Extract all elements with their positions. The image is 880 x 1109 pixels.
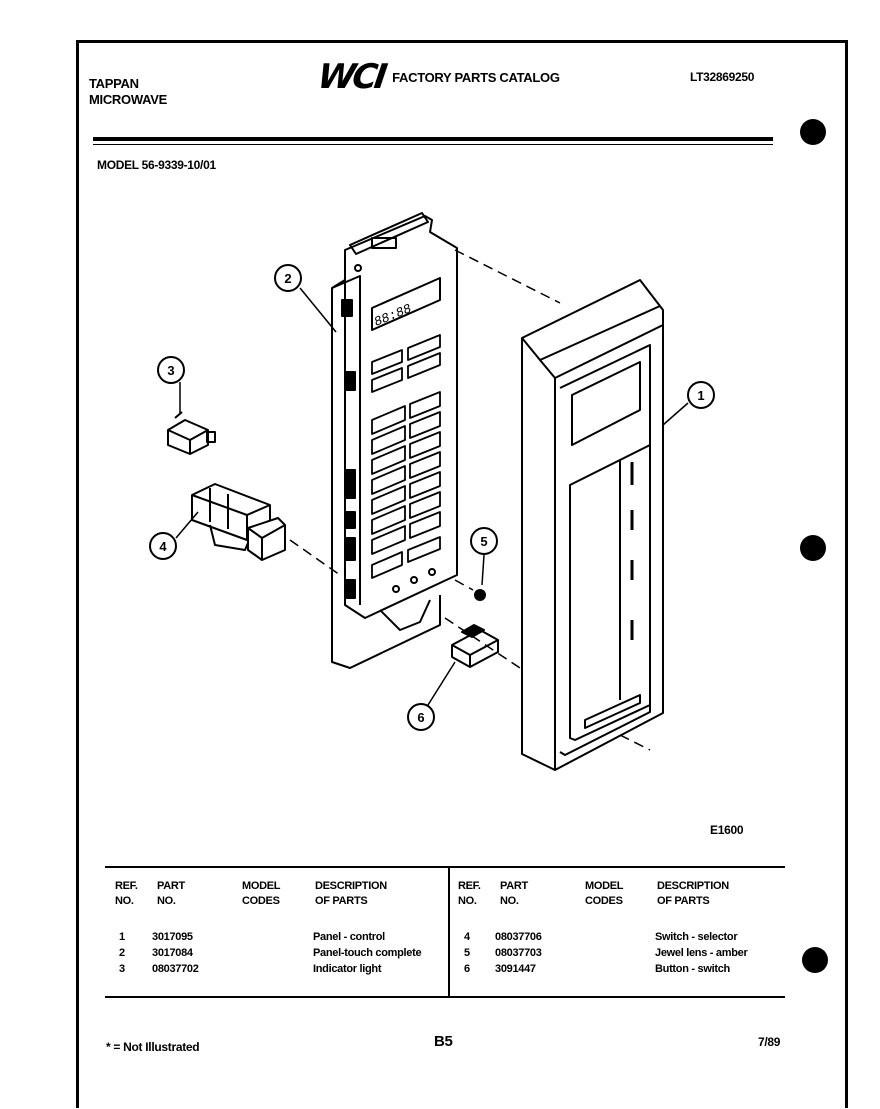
callout-3 [157,356,185,384]
description-cell: Indicator light [313,963,382,975]
figure-code: E1600 [710,823,744,837]
callout-6-label: 6 [417,710,424,725]
selector-switch [191,483,286,561]
page-border [76,40,848,1108]
table-top-rule [105,866,785,868]
catalog-header: WCI FACTORY PARTS CATALOG [315,57,560,97]
part-no-cell: 3017084 [152,947,193,959]
part-no-cell: 08037706 [495,931,542,943]
binder-hole-icon [800,535,826,561]
description-cell: Panel - control [313,931,385,943]
callout-2 [274,264,302,292]
jewel-lens [474,589,486,601]
callout-2-label: 2 [284,271,291,286]
part-no-cell: 3091447 [495,963,536,975]
catalog-title: FACTORY PARTS CATALOG [392,69,560,85]
model-number: MODEL 56-9339-10/01 [97,158,216,172]
ref-cell: 4 [464,931,470,943]
ref-cell: 2 [119,947,125,959]
brand-block: TAPPAN MICROWAVE [89,76,167,108]
revision-date: 7/89 [758,1035,781,1049]
binder-hole-icon [802,947,828,973]
callout-5-label: 5 [480,534,487,549]
product-type: MICROWAVE [89,92,167,107]
part-no-cell: 08037703 [495,947,542,959]
table-bottom-rule [105,996,785,998]
callout-4-label: 4 [159,539,167,554]
part-no-cell: 08037702 [152,963,199,975]
description-cell: Jewel lens - amber [655,947,748,959]
button-switch [451,624,499,668]
ref-cell: 3 [119,963,125,975]
binder-hole-icon [800,119,826,145]
control-panel-frame [521,279,664,771]
callout-1 [687,381,715,409]
header-ref-no-right: REF.NO. [458,880,481,907]
callout-6 [407,703,435,731]
description-cell: Button - switch [655,963,730,975]
document-code: LT32869250 [690,70,755,84]
table-divider [448,868,450,998]
page-number: B5 [434,1033,453,1050]
header-ref-no: REF.NO. [115,880,138,907]
callout-4 [149,532,177,560]
description-cell: Panel-touch complete [313,947,422,959]
callout-3-label: 3 [167,363,174,378]
callout-1-label: 1 [697,388,704,403]
ref-cell: 6 [464,963,470,975]
ref-cell: 5 [464,947,470,959]
ref-cell: 1 [119,931,125,943]
description-cell: Switch - selector [655,931,738,943]
indicator-light [167,411,216,455]
header-rule-thin [93,144,773,145]
header-rule [93,137,773,141]
callout-5 [470,527,498,555]
part-no-cell: 3017095 [152,931,193,943]
touch-panel-assembly [331,212,458,669]
brand-name: TAPPAN [89,76,139,91]
footnote: * = Not Illustrated [106,1040,200,1054]
